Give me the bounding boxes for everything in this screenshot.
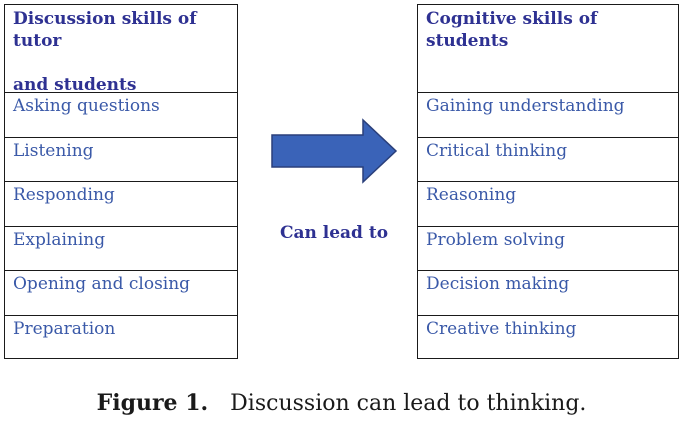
right-arrow-icon xyxy=(271,118,398,184)
cognitive-skill-item: Reasoning xyxy=(418,182,678,227)
discussion-skill-item: Preparation xyxy=(13,318,116,339)
figure-caption-text: Discussion can lead to thinking. xyxy=(230,391,587,416)
cognitive-skills-box: Cognitive skills of students Gaining und… xyxy=(417,4,679,359)
cognitive-skills-header-line: Cognitive skills of students xyxy=(426,9,598,51)
cognitive-skills-header: Cognitive skills of students xyxy=(418,5,678,93)
figure-caption: Figure 1. Discussion can lead to thinking… xyxy=(0,389,683,418)
discussion-skills-box: Discussion skills of tutor and students … xyxy=(4,4,238,359)
cognitive-skill-item: Gaining understanding xyxy=(418,93,678,138)
cognitive-skill-item: Critical thinking xyxy=(418,138,678,182)
discussion-skills-header-line1: Discussion skills of tutor xyxy=(13,9,197,51)
discussion-skill-item: Explaining xyxy=(5,227,237,271)
cognitive-skill-item: Creative thinking xyxy=(426,318,577,339)
discussion-skills-header: Discussion skills of tutor and students xyxy=(5,5,237,95)
discussion-skill-item: Asking questions xyxy=(5,93,237,138)
discussion-skill-item: Listening xyxy=(5,138,237,182)
cognitive-skill-item: Problem solving xyxy=(418,227,678,271)
figure-label: Figure 1. xyxy=(96,390,209,416)
can-lead-to-label: Can lead to xyxy=(279,223,389,243)
cognitive-skill-item: Decision making xyxy=(418,271,678,316)
discussion-skill-item: Opening and closing xyxy=(5,271,237,316)
discussion-skill-item: Responding xyxy=(5,182,237,227)
discussion-skills-header-line2: and students xyxy=(13,75,137,95)
arrow-shape xyxy=(271,118,398,184)
